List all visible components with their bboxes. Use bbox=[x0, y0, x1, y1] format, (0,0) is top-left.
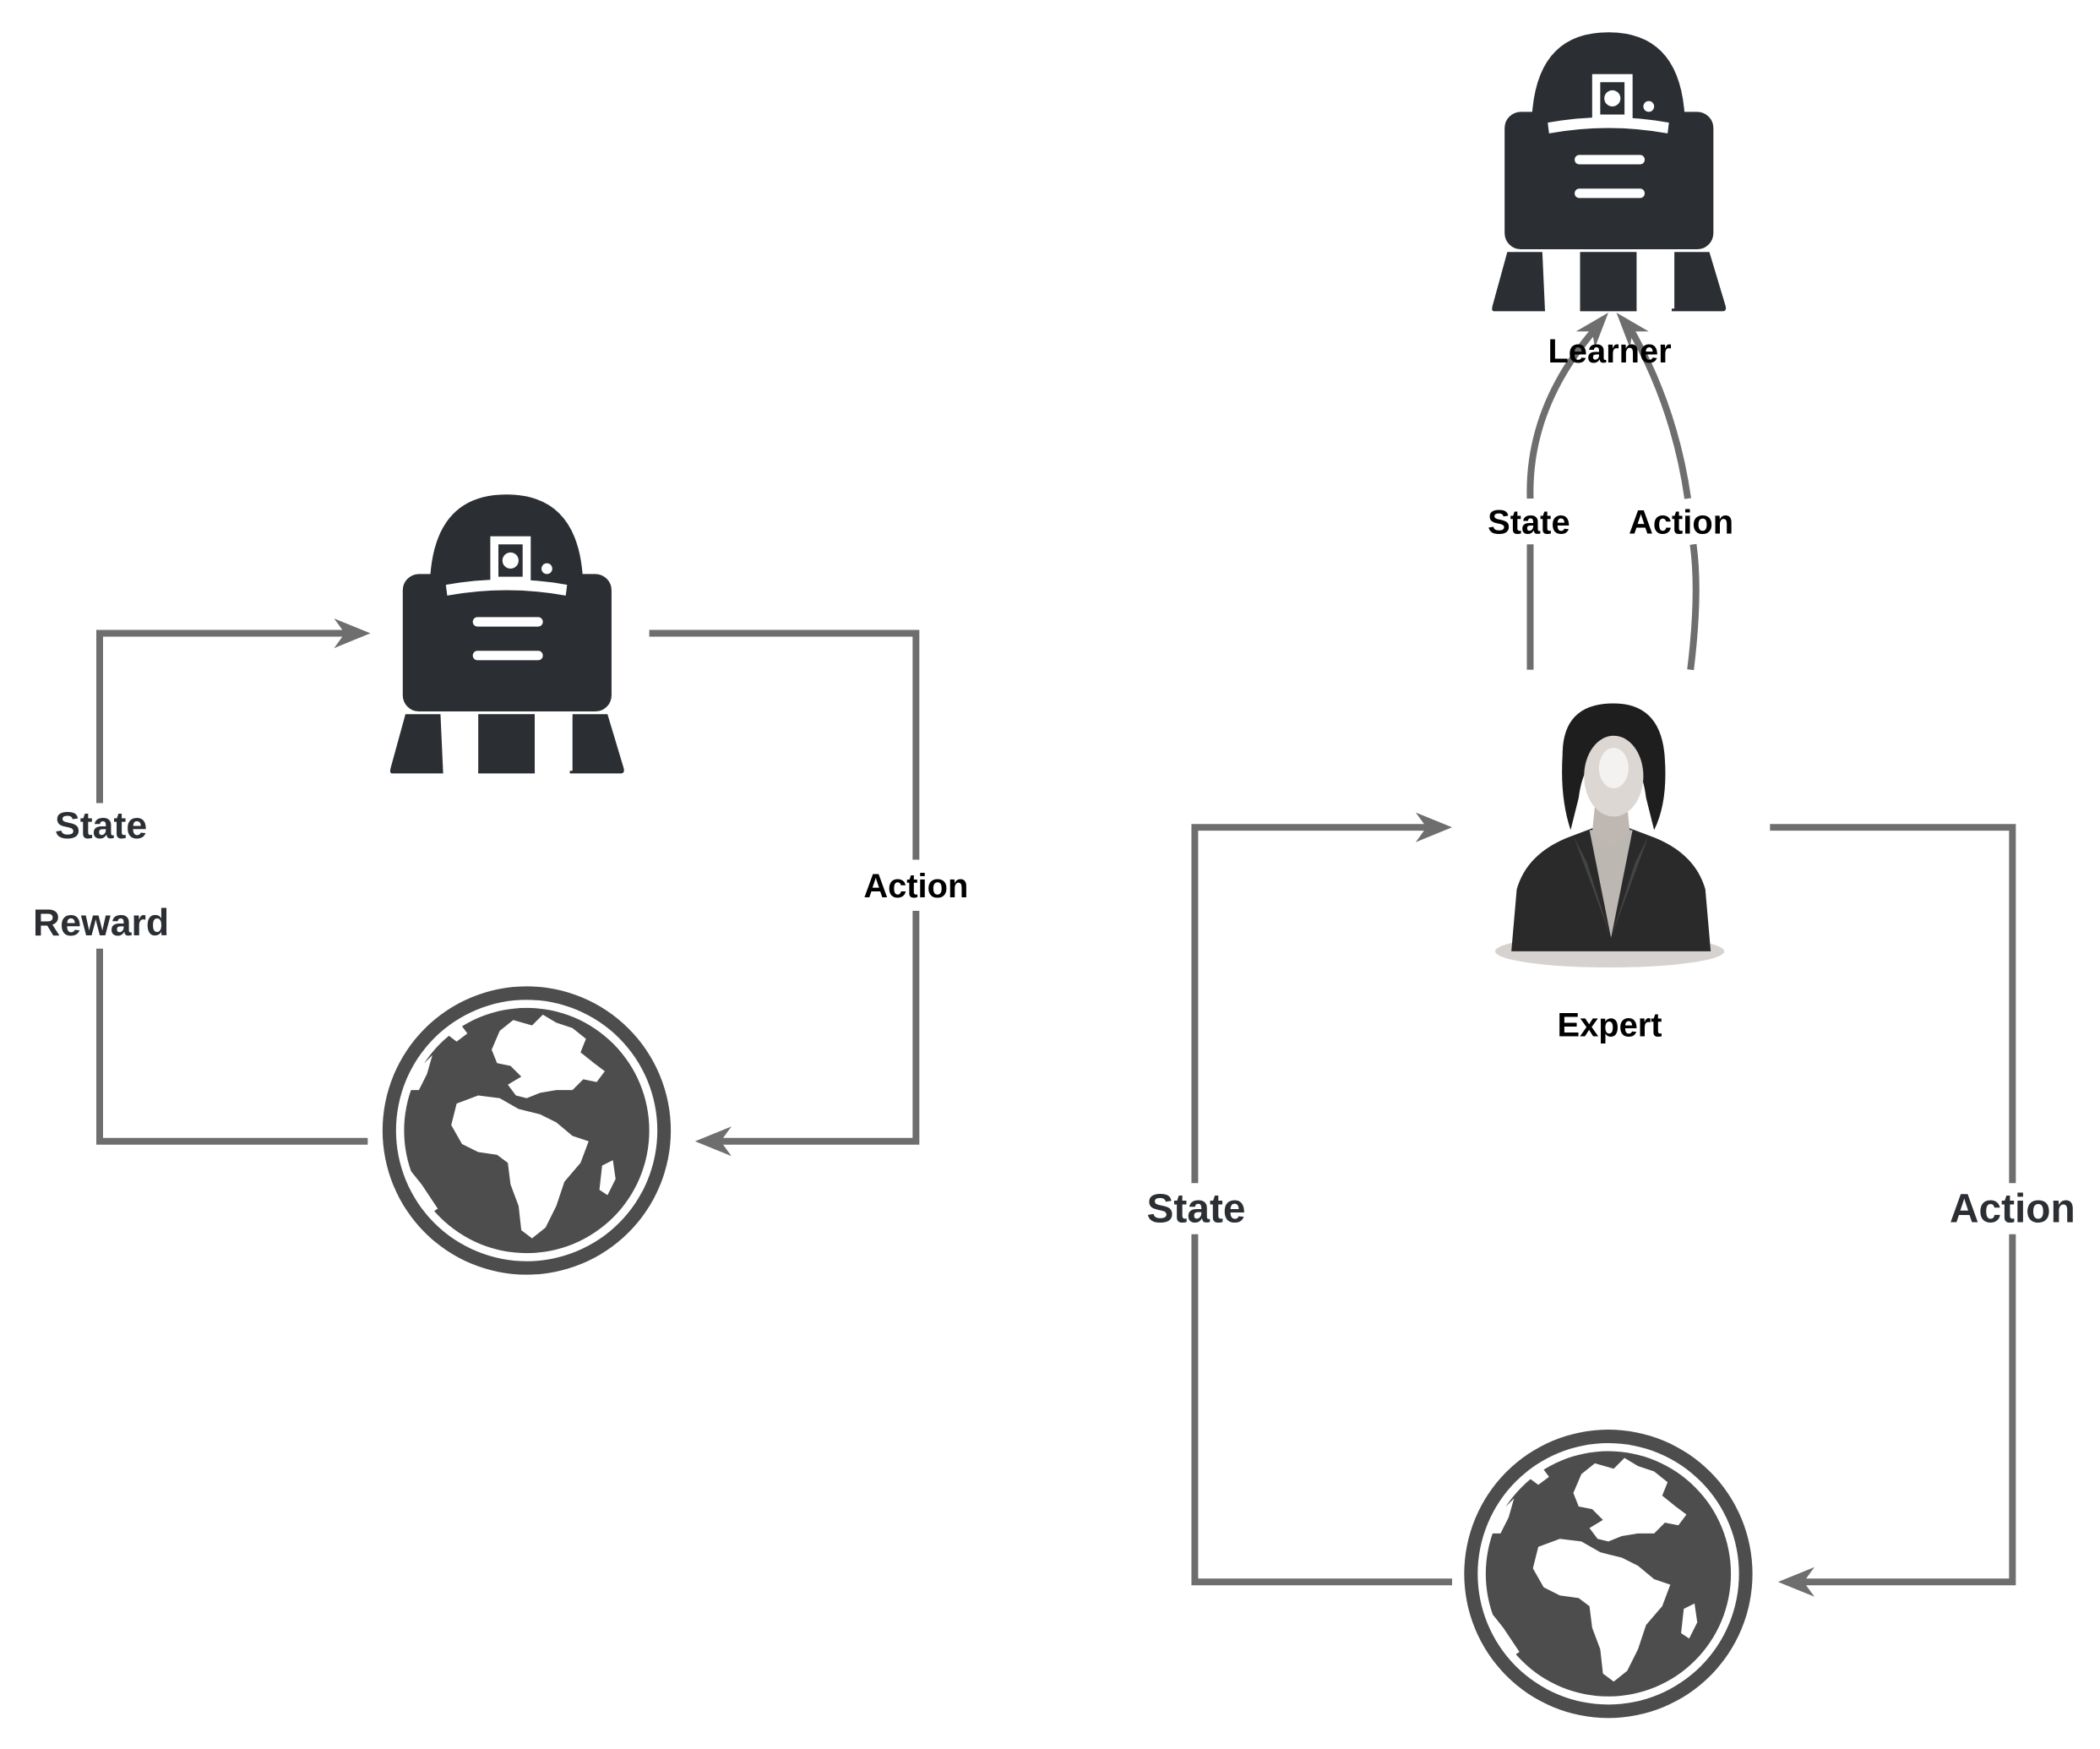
state-reward-arrow-upper bbox=[96, 629, 362, 804]
env-state-label: State bbox=[1147, 1186, 1246, 1231]
rl-state-label: State bbox=[55, 805, 147, 847]
learner-label: Learner bbox=[1548, 333, 1671, 370]
arrowhead-up-icon bbox=[1575, 312, 1608, 348]
environment-globe-icon-2 bbox=[1464, 1430, 1753, 1719]
rl-reward-label: Reward bbox=[33, 902, 169, 944]
env-state-arrow-lower bbox=[1191, 1234, 1452, 1586]
learner-state-label: State bbox=[1488, 504, 1570, 542]
env-action-arrow-upper bbox=[1770, 824, 2016, 1184]
environment-globe-icon bbox=[382, 986, 672, 1275]
imitation-learning: Learner State Action Expert State Action bbox=[1147, 32, 2076, 1719]
learner-action-arrow bbox=[1624, 321, 1700, 671]
arrowhead-left-icon bbox=[694, 1126, 732, 1157]
rl-action-label: Action bbox=[863, 868, 968, 905]
env-action-arrow-lower bbox=[1788, 1234, 2016, 1586]
agent-robot-icon bbox=[389, 494, 624, 774]
learner-robot-icon bbox=[1492, 32, 1727, 312]
learner-action-label: Action bbox=[1629, 504, 1733, 542]
env-state-arrow-upper bbox=[1191, 824, 1442, 1184]
learner-state-arrow bbox=[1526, 321, 1603, 670]
env-action-label: Action bbox=[1950, 1186, 2076, 1231]
state-reward-arrow bbox=[96, 948, 368, 1145]
arrowhead-right-icon bbox=[334, 618, 371, 649]
arrowhead-up-icon-2 bbox=[1616, 312, 1649, 348]
arrowhead-left-icon-2 bbox=[1777, 1566, 1814, 1597]
action-arrow-lower bbox=[705, 911, 920, 1145]
expert-label: Expert bbox=[1558, 1006, 1662, 1043]
rl-loop: State Reward Action bbox=[33, 494, 968, 1275]
action-arrow-upper bbox=[649, 629, 920, 860]
arrowhead-right-icon-2 bbox=[1415, 812, 1452, 842]
expert-businesswoman-icon bbox=[1495, 703, 1725, 968]
